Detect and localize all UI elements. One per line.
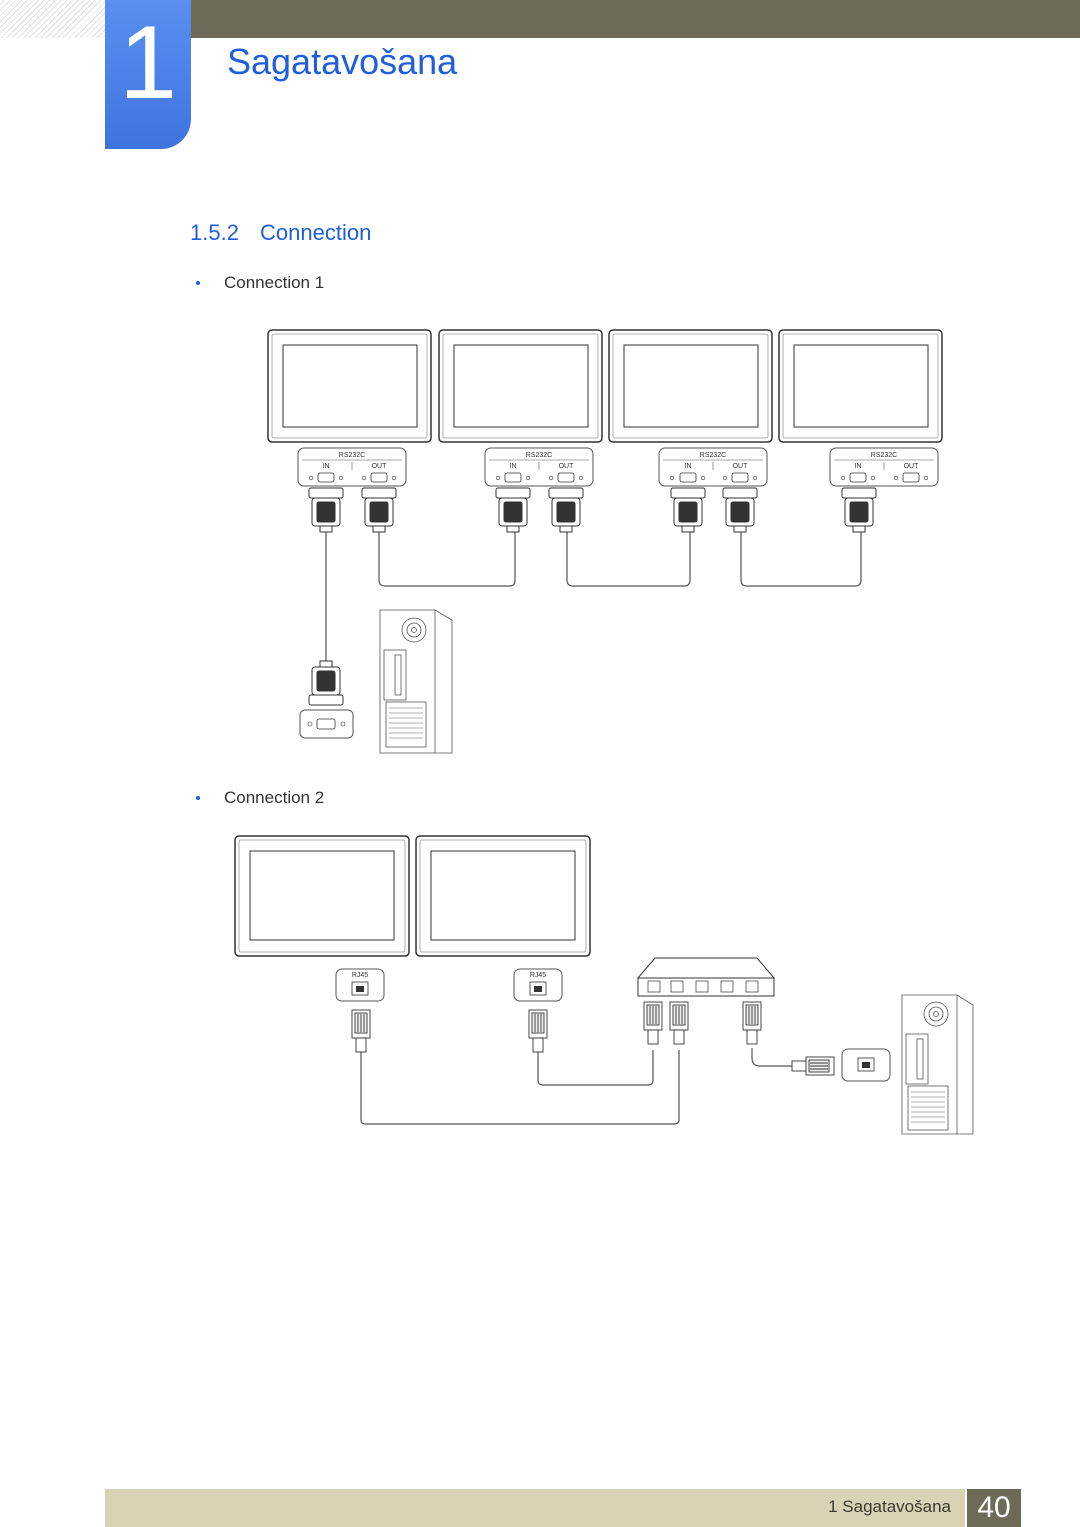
header-hatch bbox=[0, 0, 105, 38]
port-title: RJ45 bbox=[352, 972, 368, 979]
rj45-plug-icon bbox=[643, 1001, 663, 1045]
display-b bbox=[415, 835, 591, 957]
port-title: RS232C bbox=[526, 452, 552, 459]
lan-cable-1 bbox=[360, 1050, 680, 1125]
lan-cable-pc bbox=[751, 1048, 792, 1067]
port-out-label: OUT bbox=[559, 463, 575, 470]
rs232-cable-3 bbox=[740, 530, 862, 587]
rj45-plug-icon bbox=[669, 1001, 689, 1045]
dsub-plug-icon bbox=[841, 487, 877, 533]
connection1-label: Connection 1 bbox=[224, 273, 325, 292]
header-bar bbox=[190, 0, 1080, 38]
display-a bbox=[234, 835, 410, 957]
connection2-diagram: RJ45 RJ45 bbox=[234, 835, 974, 1135]
display-4 bbox=[778, 329, 943, 443]
page-number: 40 bbox=[967, 1489, 1021, 1527]
connection1-diagram: RS232C IN OUT RS232C IN OUT RS232C IN OU… bbox=[267, 329, 943, 754]
port-out-label: OUT bbox=[733, 463, 749, 470]
display-2 bbox=[438, 329, 603, 443]
footer-bar: 1 Sagatavošana bbox=[105, 1489, 965, 1527]
port-in-label: IN bbox=[323, 463, 330, 470]
connection1-heading: Connection 1 bbox=[196, 272, 324, 294]
rj45-plug-icon bbox=[742, 1001, 762, 1045]
rs232c-port-panel-1: RS232C IN OUT bbox=[297, 447, 407, 487]
section-number: 1.5.2 bbox=[190, 220, 239, 245]
rs232c-port-panel-4: RS232C IN OUT bbox=[829, 447, 939, 487]
dsub-plug-icon bbox=[361, 487, 397, 533]
chapter-tab: 1 bbox=[105, 0, 191, 149]
rj45-port-panel-2: RJ45 bbox=[513, 968, 563, 1002]
bullet-icon bbox=[196, 795, 200, 800]
connection2-label: Connection 2 bbox=[224, 788, 325, 807]
rj45-plug-icon bbox=[528, 1009, 548, 1053]
dsub-plug-icon bbox=[495, 487, 531, 533]
dsub-plug-icon bbox=[670, 487, 706, 533]
connection2-heading: Connection 2 bbox=[196, 787, 324, 809]
section-heading: 1.5.2 Connection bbox=[190, 219, 371, 247]
dsub-plug-icon bbox=[722, 487, 758, 533]
display-3 bbox=[608, 329, 773, 443]
port-in-label: IN bbox=[685, 463, 692, 470]
pc-tower-icon bbox=[901, 994, 974, 1135]
pc-lan-port bbox=[841, 1048, 891, 1082]
lan-cable-2 bbox=[537, 1050, 654, 1086]
display-1 bbox=[267, 329, 432, 443]
chapter-number: 1 bbox=[119, 5, 177, 121]
port-title: RS232C bbox=[871, 452, 897, 459]
chapter-title: Sagatavošana bbox=[227, 41, 458, 82]
rs232c-port-panel-2: RS232C IN OUT bbox=[484, 447, 594, 487]
rs232-cable-1 bbox=[378, 530, 516, 587]
rj45-port-panel-1: RJ45 bbox=[335, 968, 385, 1002]
pc-serial-port bbox=[299, 709, 354, 739]
bullet-icon bbox=[196, 280, 200, 285]
port-out-label: OUT bbox=[372, 463, 388, 470]
dsub-plug-icon bbox=[548, 487, 584, 533]
section-title: Connection bbox=[260, 220, 372, 245]
port-title: RJ45 bbox=[530, 972, 546, 979]
footer-chapter-label: 1 Sagatavošana bbox=[828, 1497, 951, 1516]
port-in-label: IN bbox=[855, 463, 862, 470]
dsub-plug-icon bbox=[308, 660, 344, 706]
port-out-label: OUT bbox=[904, 463, 920, 470]
port-title: RS232C bbox=[339, 452, 365, 459]
port-title: RS232C bbox=[700, 452, 726, 459]
rj45-plug-icon bbox=[351, 1009, 371, 1053]
dsub-plug-icon bbox=[308, 487, 344, 533]
rj45-plug-icon bbox=[791, 1056, 835, 1076]
rs232c-port-panel-3: RS232C IN OUT bbox=[658, 447, 768, 487]
pc-tower-icon bbox=[379, 609, 453, 754]
port-in-label: IN bbox=[510, 463, 517, 470]
rs232-cable-2 bbox=[566, 530, 691, 587]
network-hub-icon bbox=[636, 957, 776, 997]
